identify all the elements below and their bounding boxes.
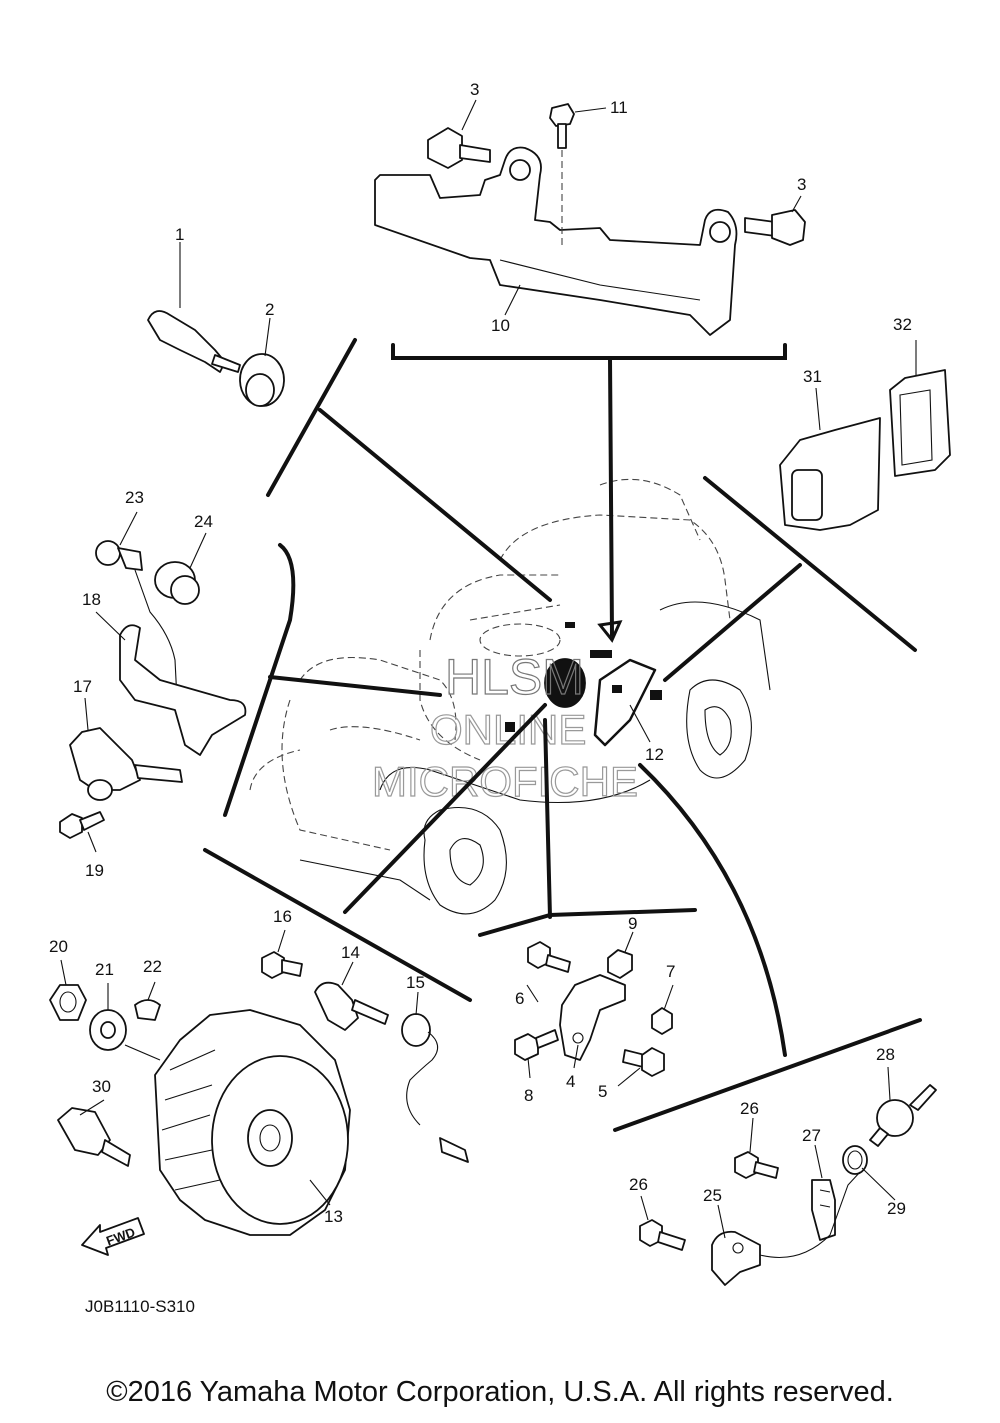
bolt-3-upper: [427, 127, 491, 169]
callout-5: 5: [598, 1082, 607, 1101]
part-14-pickup: [314, 981, 389, 1031]
bolt-26-upper: [734, 1151, 779, 1179]
callout-labels: 1 2 3 3 4 5 6 7 8 9 10 11 12 13 14 15 16…: [49, 80, 912, 1226]
bolt-6: [527, 941, 571, 973]
svg-text:HLSM: HLSM: [445, 649, 584, 705]
part-25-sensor: [711, 1171, 861, 1286]
nut-7: [651, 1007, 673, 1035]
part-29-oring: [842, 1145, 868, 1175]
svg-text:MICROFICHE: MICROFICHE: [372, 758, 638, 805]
part-15-grommet: [401, 1013, 469, 1163]
part-21-washer: [89, 1009, 127, 1051]
callout-28: 28: [876, 1045, 895, 1064]
callout-11: 11: [610, 98, 628, 117]
part-23-lead: [95, 540, 179, 721]
part-24-grommet: [154, 561, 200, 605]
group-leaders: [203, 338, 922, 1132]
callout-24: 24: [194, 512, 213, 531]
bolt-19: [59, 811, 105, 839]
bolt-5: [622, 1047, 665, 1077]
part-18-bracket: [119, 624, 247, 756]
vehicle-outline: [249, 478, 771, 915]
callout-23: 23: [125, 488, 144, 507]
nut-9: [607, 949, 633, 979]
callout-9: 9: [628, 914, 637, 933]
callout-6: 6: [515, 989, 524, 1008]
callout-21: 21: [95, 960, 114, 979]
callout-20: 20: [49, 937, 68, 956]
callout-3-upper: 3: [470, 80, 479, 99]
callout-12: 12: [645, 745, 664, 764]
watermark: HLSM ONLINE MICROFICHE: [371, 648, 638, 805]
callout-8: 8: [524, 1086, 533, 1105]
bolt-11: [549, 103, 575, 245]
callout-27: 27: [802, 1126, 821, 1145]
bolt-3-right: [744, 209, 806, 246]
callout-18: 18: [82, 590, 101, 609]
part-20-nut: [49, 984, 87, 1021]
callout-26-upper: 26: [740, 1099, 759, 1118]
part-30-sensor: [57, 1107, 131, 1167]
callout-19: 19: [85, 861, 104, 880]
callout-32: 32: [893, 315, 912, 334]
callout-16: 16: [273, 907, 292, 926]
bolt-26-lower: [639, 1219, 686, 1251]
callout-2: 2: [265, 300, 274, 319]
callout-14: 14: [341, 943, 360, 962]
part-2-grommet: [239, 353, 285, 407]
fwd-arrow-icon: FWD: [81, 1217, 145, 1256]
callout-3-right: 3: [797, 175, 806, 194]
part-1-switch: [147, 310, 241, 373]
callout-31: 31: [803, 367, 822, 386]
part-17-coil: [69, 727, 183, 801]
part-4-bracket: [559, 974, 626, 1061]
callout-29: 29: [887, 1199, 906, 1218]
part-32-cover: [889, 369, 951, 477]
part-28-sensor: [869, 1084, 937, 1147]
part-22-key: [134, 999, 161, 1021]
callout-1: 1: [175, 225, 184, 244]
callout-13: 13: [324, 1207, 343, 1226]
callout-4: 4: [566, 1072, 575, 1091]
part-13-flywheel: [154, 1009, 351, 1236]
part-10-bracket: [374, 146, 738, 336]
callout-10: 10: [491, 316, 510, 335]
callout-30: 30: [92, 1077, 111, 1096]
callout-25: 25: [703, 1186, 722, 1205]
callout-leaders: [60, 99, 917, 1239]
callout-22: 22: [143, 957, 162, 976]
callout-26-lower: 26: [629, 1175, 648, 1194]
callout-17: 17: [73, 677, 92, 696]
part-27-bracket: [811, 1179, 836, 1241]
callout-7: 7: [666, 962, 675, 981]
drawing-code: J0B1110-S310: [85, 1297, 195, 1316]
part-31-ecu: [779, 417, 881, 531]
bolt-8: [514, 1029, 559, 1061]
callout-15: 15: [406, 973, 425, 992]
bolt-16: [261, 951, 303, 979]
copyright-notice: ©2016 Yamaha Motor Corporation, U.S.A. A…: [106, 1376, 894, 1408]
